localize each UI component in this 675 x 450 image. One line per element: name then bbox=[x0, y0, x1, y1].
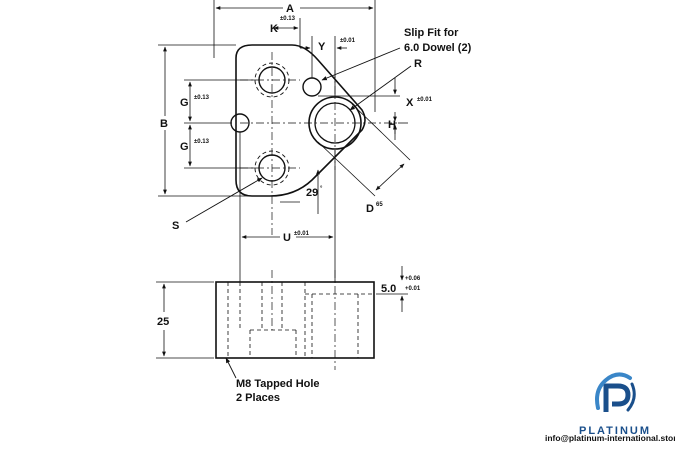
dimension-d-label: D bbox=[366, 203, 374, 215]
dimension-x-tolerance: ±0.01 bbox=[417, 97, 433, 103]
dimension-u-tolerance: ±0.01 bbox=[294, 231, 310, 237]
dimension-g-bottom-tolerance: ±0.13 bbox=[194, 139, 210, 145]
dimension-d-lines bbox=[317, 103, 411, 197]
dimension-h-lines bbox=[393, 112, 408, 134]
angle-lines bbox=[280, 169, 320, 214]
block-outline-top bbox=[235, 44, 366, 197]
brand-name: PLATINUM bbox=[578, 425, 651, 437]
brand-email[interactable]: info@platinum-international.store bbox=[545, 433, 675, 443]
dimension-k-label: K bbox=[270, 23, 278, 35]
dimension-d-tolerance: 65 bbox=[376, 202, 383, 208]
side-centerlines bbox=[271, 270, 336, 370]
dimension-a-lines bbox=[213, 0, 376, 112]
depth-value: 5.0 bbox=[381, 283, 396, 295]
top-view: A K ±0.13 Y ±0.01 Slip Fit for 6.0 Dowel… bbox=[158, 0, 472, 282]
platinum-logo-icon bbox=[595, 372, 636, 412]
dimension-g-bottom-label: G bbox=[180, 141, 189, 153]
depth-tolerance-minus: +0.01 bbox=[405, 286, 421, 292]
tapped-hole-top bbox=[254, 62, 290, 98]
tapped-hole-line2: 2 Places bbox=[236, 392, 280, 404]
dimension-u-label: U bbox=[283, 232, 291, 244]
hidden-lines bbox=[227, 282, 374, 358]
dimension-y-tolerance: ±0.01 bbox=[340, 38, 356, 44]
height-value: 25 bbox=[157, 316, 169, 328]
slip-fit-line2: 6.0 Dowel (2) bbox=[404, 42, 472, 54]
tapped-hole-bottom bbox=[254, 150, 290, 186]
dimension-g-top-label: G bbox=[180, 97, 189, 109]
block-outline-side bbox=[215, 281, 375, 359]
angle-symbol: ° bbox=[320, 186, 323, 192]
brand-block: PLATINUM bbox=[555, 368, 675, 437]
dimension-h-label: H bbox=[388, 119, 396, 131]
dimension-5-lines bbox=[376, 266, 408, 312]
dimension-g-top-tolerance: ±0.13 bbox=[194, 95, 210, 101]
dimension-x-label: X bbox=[406, 97, 414, 109]
dowel-hole-upper bbox=[302, 77, 322, 97]
dimension-b-label: B bbox=[160, 118, 168, 130]
main-bore bbox=[308, 96, 362, 150]
s-leader bbox=[185, 177, 263, 223]
tapped-hole-leader bbox=[225, 357, 237, 379]
dimension-a-label: A bbox=[286, 3, 294, 15]
dimension-u-lines bbox=[239, 132, 336, 282]
dimension-y-label: Y bbox=[318, 41, 326, 53]
dimension-k-tolerance: ±0.13 bbox=[280, 16, 296, 22]
dimension-g-lines bbox=[184, 79, 256, 169]
r-leader bbox=[349, 65, 412, 111]
dimension-b-lines bbox=[158, 44, 252, 197]
dimension-25-lines bbox=[156, 281, 214, 359]
dimension-r-label: R bbox=[414, 58, 422, 70]
tapped-hole-line1: M8 Tapped Hole bbox=[236, 378, 320, 390]
depth-tolerance-plus: +0.06 bbox=[405, 276, 421, 282]
angle-value: 29 bbox=[306, 187, 318, 199]
dimension-k-lines bbox=[273, 18, 301, 48]
slip-fit-line1: Slip Fit for bbox=[404, 27, 459, 39]
side-view: 25 5.0 +0.06 +0.01 M8 Tapped Hole 2 Plac… bbox=[156, 266, 421, 404]
dimension-y-lines bbox=[300, 36, 347, 96]
dimension-s-label: S bbox=[172, 220, 179, 232]
slip-fit-leader bbox=[321, 47, 401, 81]
